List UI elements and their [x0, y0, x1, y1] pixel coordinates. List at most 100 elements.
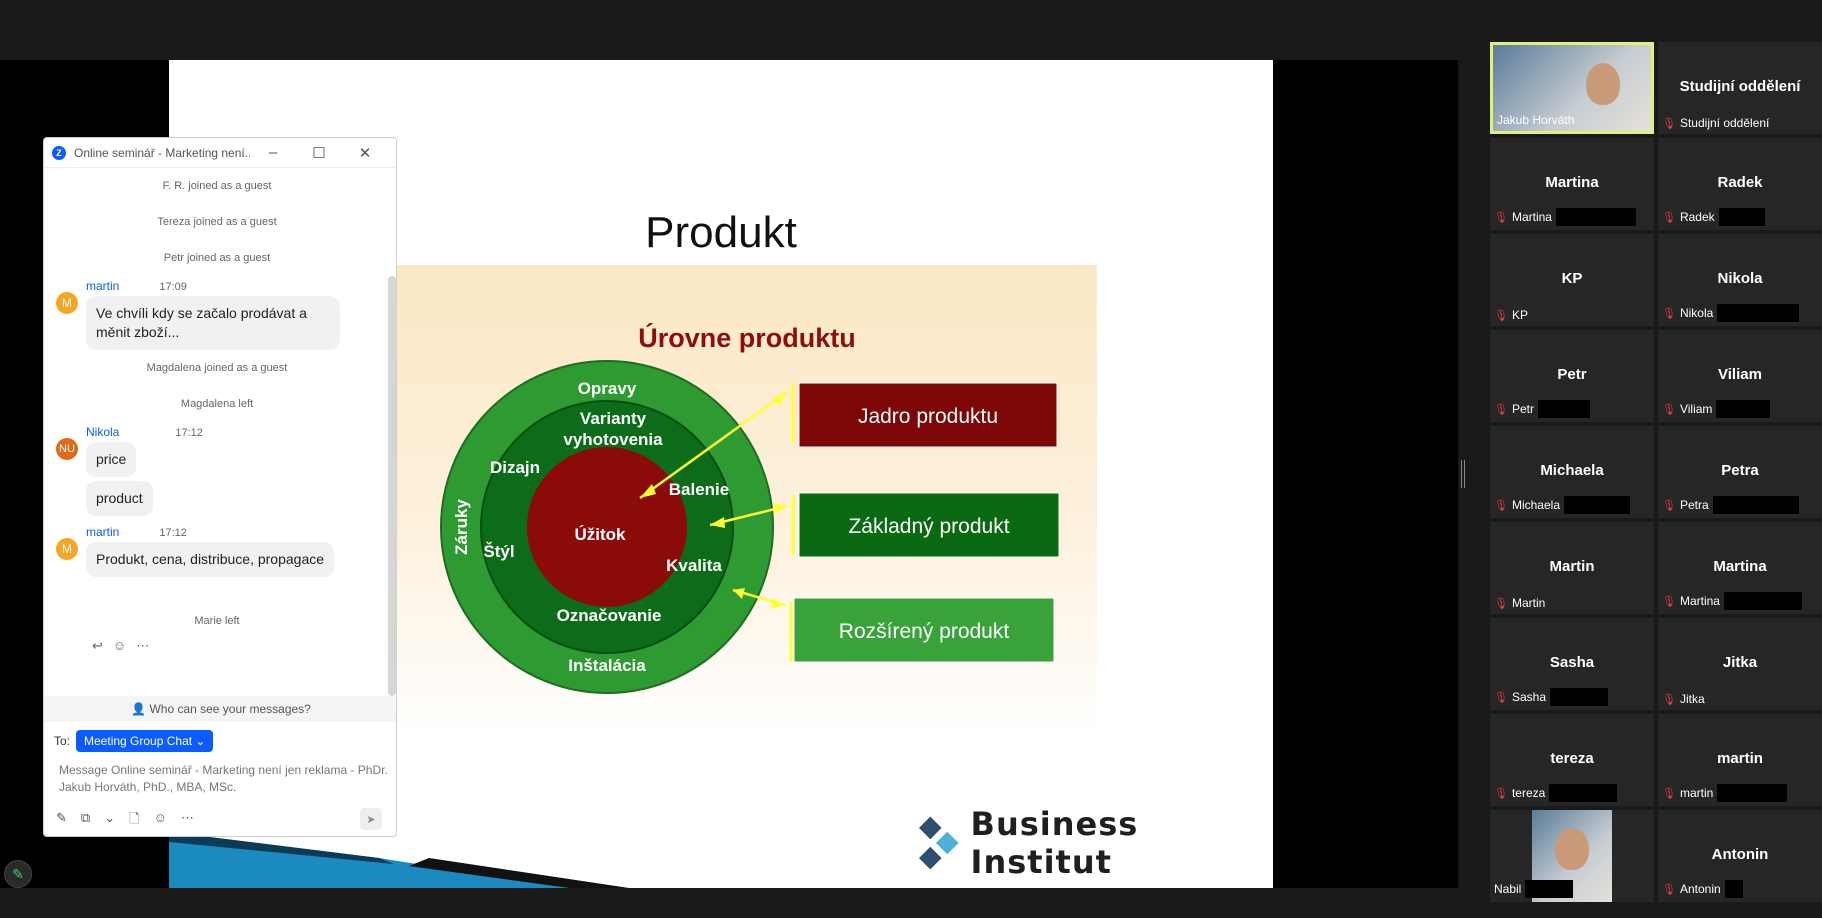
business-institut-logo: Business Institut [919, 805, 1273, 881]
participant-tile[interactable]: Studijní oddělení🎙Studijní oddělení [1658, 42, 1822, 134]
file-icon[interactable]: 🗋 [129, 811, 140, 826]
participant-name-label: 🎙Radek [1662, 208, 1765, 226]
message-bubble[interactable]: product [86, 481, 153, 516]
chat-window[interactable]: Z Online seminář - Marketing není... – ☐… [43, 137, 397, 837]
redaction-bar [1718, 208, 1765, 226]
label-vyhotovenia: vyhotovenia [563, 430, 663, 449]
message-bubble[interactable]: Produkt, cena, distribuce, propagace [86, 542, 335, 577]
participant-tile[interactable]: Radek🎙Radek [1658, 138, 1822, 230]
mic-muted-icon: 🎙 [1662, 883, 1676, 896]
system-message: Marie left [194, 615, 240, 627]
diagram-svg: Úrovne produktu Opravy Inštalácia Záruky… [440, 322, 1060, 694]
sender-name[interactable]: martin [86, 279, 120, 293]
participant-tile[interactable]: Jitka🎙Jitka [1658, 618, 1822, 710]
recipient-value: Meeting Group Chat [84, 734, 193, 748]
format-icon[interactable]: ✎ [56, 810, 67, 825]
message-bubble[interactable]: Ve chvíli kdy se začalo prodávat a měnit… [86, 296, 340, 350]
send-button[interactable]: ➤ [360, 808, 382, 830]
emoji-reaction-icon[interactable]: ☺ [112, 638, 127, 653]
minimize-icon[interactable]: – [268, 144, 278, 161]
reply-icon[interactable]: ↩ [92, 638, 103, 653]
who-can-see-link[interactable]: 👤 Who can see your messages? [44, 696, 396, 722]
recipient-row: To: Meeting Group Chat ⌄ [54, 730, 214, 752]
participant-tile[interactable]: Martina🎙Martina [1490, 138, 1654, 230]
participant-name-label: 🎙Antonin [1662, 880, 1743, 898]
emoji-icon[interactable]: ☺ [153, 810, 167, 825]
participant-name: Antonin [1679, 882, 1721, 896]
chat-message-list[interactable]: F. R. joined as a guest Tereza joined as… [44, 168, 390, 723]
participant-tile[interactable]: Nikola🎙Nikola [1658, 234, 1822, 326]
recipient-dropdown[interactable]: Meeting Group Chat ⌄ [76, 730, 214, 752]
sender-name[interactable]: martin [86, 525, 120, 539]
label-varianty: Varianty [580, 409, 647, 428]
participant-name: Viliam [1679, 402, 1713, 416]
mic-muted-icon: 🎙 [1494, 403, 1508, 416]
chevron-down-icon: ⌄ [195, 734, 206, 748]
participant-tile[interactable]: Viliam🎙Viliam [1658, 330, 1822, 422]
box-jadro: Jadro produktu [858, 405, 998, 428]
maximize-icon[interactable]: ☐ [312, 144, 326, 162]
participant-tile[interactable]: tereza 🎙tereza [1490, 714, 1654, 806]
chevron-down-icon[interactable]: ⌄ [104, 810, 116, 825]
close-icon[interactable]: ✕ [358, 144, 372, 162]
participant-name-label: 🎙tereza [1494, 784, 1618, 802]
more-icon[interactable]: ⋯ [136, 638, 150, 653]
participant-tile[interactable]: Martina🎙Martina [1658, 522, 1822, 614]
participant-name-large: tereza [1550, 750, 1594, 767]
participant-name-label: 🎙Martina [1662, 592, 1802, 610]
arrowhead-2 [773, 392, 787, 406]
redaction-bar [1723, 592, 1802, 610]
participant-name: Studijní oddělení [1679, 116, 1770, 130]
more-icon[interactable]: ⋯ [180, 810, 194, 825]
redaction-bar [1537, 400, 1590, 418]
screenshot-icon[interactable]: ⧉ [80, 810, 91, 825]
product-levels-diagram: Úrovne produktu Opravy Inštalácia Záruky… [397, 265, 1097, 737]
message-bubble[interactable]: price [86, 442, 137, 477]
participant-tile[interactable]: Petra🎙Petra [1658, 426, 1822, 518]
label-balenie: Balenie [669, 480, 729, 499]
participant-name-label: Nabil [1494, 880, 1574, 898]
avatar: NU [56, 438, 78, 460]
label-uzitok: Úžitok [575, 525, 627, 544]
participant-name-label: 🎙Petra [1662, 496, 1799, 514]
participant-tile[interactable]: Martin🎙Martin [1490, 522, 1654, 614]
participant-name-label: 🎙Sasha [1494, 688, 1608, 706]
participant-name: Petra [1679, 498, 1709, 512]
participant-name-label: 🎙Viliam [1662, 400, 1771, 418]
participant-tile[interactable]: martin🎙martin [1658, 714, 1822, 806]
participant-tile[interactable]: Jakub Horváth [1490, 42, 1654, 134]
label-styl: Štýl [483, 542, 514, 561]
chat-scrollbar[interactable] [388, 276, 396, 696]
annotate-pen-icon[interactable]: ✎ [4, 860, 32, 888]
participant-tile[interactable]: Antonin🎙Antonin [1658, 810, 1822, 902]
label-dizajn: Dizajn [490, 458, 540, 477]
participant-tile[interactable]: Petr🎙Petr [1490, 330, 1654, 422]
slide-decoration [169, 832, 629, 888]
participant-name-large: Sasha [1549, 654, 1595, 671]
mic-muted-icon: 🎙 [1494, 787, 1508, 800]
participant-tile[interactable]: Michaela🎙Michaela [1490, 426, 1654, 518]
mic-muted-icon: 🎙 [1494, 211, 1508, 224]
participant-tile[interactable]: KP🎙KP [1490, 234, 1654, 326]
sender-name[interactable]: Nikola [86, 425, 120, 439]
message-input[interactable]: Message Online seminář - Marketing není … [59, 763, 388, 794]
participant-name-large: Michaela [1540, 462, 1604, 479]
participant-face [1555, 828, 1589, 870]
chat-titlebar[interactable]: Z Online seminář - Marketing není... – ☐… [44, 138, 396, 168]
system-message: F. R. joined as a guest [162, 180, 272, 192]
participant-tile[interactable]: Nabil [1490, 810, 1654, 902]
label-oznacovanie: Označovanie [557, 606, 662, 625]
participant-face [1586, 63, 1620, 105]
participant-tile[interactable]: Sasha 🎙Sasha [1490, 618, 1654, 710]
panel-resize-handle[interactable] [1461, 460, 1465, 488]
chat-window-title: Online seminář - Marketing není... [74, 145, 250, 160]
composer-toolbar: ✎ ⧉ ⌄ 🗋 ☺ ⋯ [56, 810, 194, 832]
box-rozsireny: Rozšírený produkt [839, 620, 1010, 643]
participant-name-large: martin [1717, 750, 1763, 767]
participant-name-large: Studijní oddělení [1679, 78, 1801, 95]
mic-muted-icon: 🎙 [1662, 307, 1676, 320]
